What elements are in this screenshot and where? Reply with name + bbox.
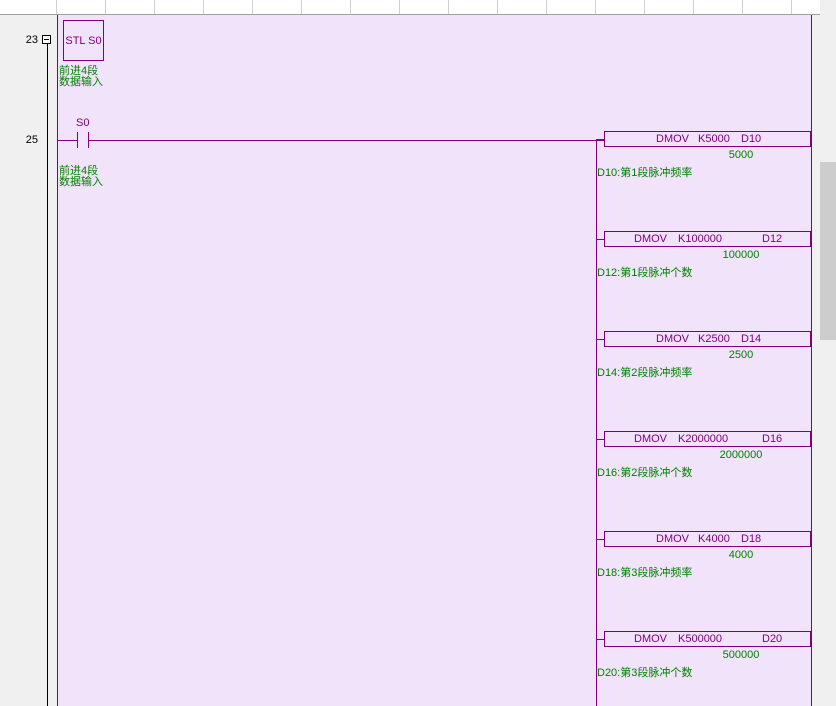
dmov-instruction[interactable]: DMOV K500000 D20	[604, 631, 811, 647]
device-comment: D14:第2段脉冲频率	[597, 367, 693, 379]
instruction-destination: D16	[762, 433, 783, 445]
column-header	[0, 0, 820, 15]
dmov-instruction[interactable]: DMOV K2500 D14	[604, 331, 811, 347]
monitor-value: 500000	[722, 649, 760, 661]
wire	[596, 339, 604, 340]
collapse-toggle-icon[interactable]	[42, 35, 51, 44]
ladder-canvas[interactable]: STL S0 前进4段数据输入 S0 前进4段数据输入 DMOV K5000 D…	[57, 15, 812, 706]
wire	[596, 539, 604, 540]
instruction-op: DMOV	[656, 533, 689, 545]
dmov-instruction[interactable]: DMOV K2000000 D16	[604, 431, 811, 447]
branch-line	[596, 140, 597, 706]
rung-comment: 前进4段数据输入	[59, 65, 103, 88]
instruction-op: DMOV	[634, 633, 667, 645]
instruction-op: DMOV	[656, 333, 689, 345]
device-comment: D16:第2段脉冲个数	[597, 467, 693, 479]
left-bus-line	[47, 40, 48, 706]
wire	[596, 239, 604, 240]
instruction-destination: D10	[741, 133, 762, 145]
wire	[596, 139, 604, 140]
rung-number: 25	[25, 134, 38, 146]
device-comment: D10:第1段脉冲频率	[597, 167, 693, 179]
monitor-value: 5000	[728, 149, 754, 161]
rung-number: 23	[25, 34, 38, 46]
wire	[58, 140, 77, 141]
dmov-instruction[interactable]: DMOV K5000 D10	[604, 131, 811, 147]
monitor-value: 2000000	[719, 449, 763, 461]
contact-icon[interactable]	[77, 132, 78, 148]
contact-label: S0	[76, 117, 90, 129]
rung-comment: 前进4段数据输入	[59, 165, 103, 188]
right-rail	[811, 15, 812, 706]
instruction-source: K2500	[698, 333, 730, 345]
instruction-destination: D20	[762, 633, 783, 645]
wire	[596, 439, 604, 440]
dmov-instruction[interactable]: DMOV K100000 D12	[604, 231, 811, 247]
wire	[596, 639, 604, 640]
instruction-source: K100000	[678, 233, 723, 245]
dmov-instruction[interactable]: DMOV K4000 D18	[604, 531, 811, 547]
scrollbar-thumb[interactable]	[820, 162, 836, 340]
instruction-source: K500000	[678, 633, 723, 645]
stl-instruction[interactable]: STL S0	[63, 20, 104, 61]
device-comment: D20:第3段脉冲个数	[597, 667, 693, 679]
instruction-source: K4000	[698, 533, 730, 545]
instruction-destination: D12	[762, 233, 783, 245]
monitor-value: 2500	[728, 349, 754, 361]
instruction-source: K5000	[698, 133, 730, 145]
device-comment: D18:第3段脉冲频率	[597, 567, 693, 579]
instruction-op: DMOV	[634, 233, 667, 245]
monitor-value: 4000	[728, 549, 754, 561]
instruction-destination: D18	[741, 533, 762, 545]
instruction-op: DMOV	[656, 133, 689, 145]
wire	[88, 140, 604, 141]
instruction-destination: D14	[741, 333, 762, 345]
monitor-value: 100000	[722, 249, 760, 261]
instruction-source: K2000000	[678, 433, 729, 445]
vertical-scrollbar[interactable]	[820, 14, 836, 706]
device-comment: D12:第1段脉冲个数	[597, 267, 693, 279]
instruction-op: DMOV	[634, 433, 667, 445]
